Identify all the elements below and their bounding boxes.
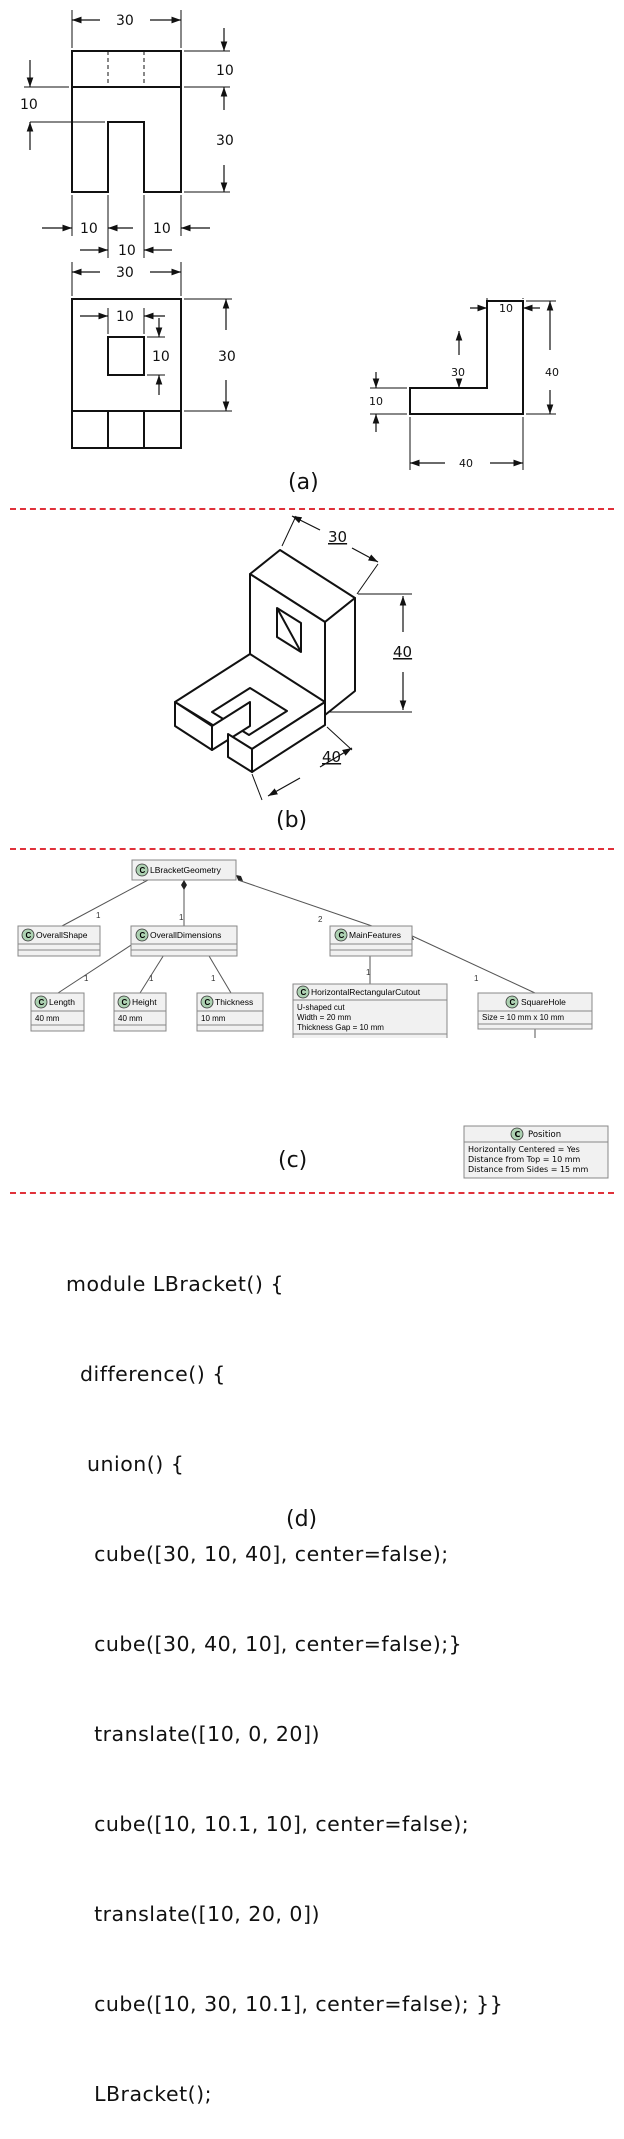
dim-iso-depth: 30 (328, 528, 347, 546)
svg-text:C: C (122, 998, 128, 1007)
uml-cutout-attr-3: Thickness Gap = 10 mm (297, 1023, 384, 1032)
mult-root-dims: 1 (179, 913, 184, 922)
code-line: cube([30, 10, 40], center=false); (66, 1542, 449, 1566)
uml-shape-name: OverallShape (36, 930, 88, 940)
svg-text:C: C (26, 931, 32, 940)
code-line: cube([30, 40, 10], center=false);} (66, 1632, 463, 1656)
mult-features-cutout: 1 (366, 968, 371, 977)
uml-root-name: LBracketGeometry (150, 865, 222, 875)
uml-thickness-attr: 10 mm (201, 1014, 226, 1023)
divider-1 (10, 508, 614, 510)
mult-root-features: 2 (318, 915, 323, 924)
dim-top-height: 30 (218, 349, 236, 365)
panel-c-uml-position: C Position Horizontally Centered = Yes D… (463, 1125, 609, 1179)
dim-side-left-height: 30 (451, 366, 465, 379)
caption-c: (c) (278, 1148, 308, 1173)
uml-class-square-hole: C SquareHole Size = 10 mm x 10 mm (477, 992, 593, 1030)
dim-side-top: 10 (499, 302, 513, 315)
dim-side-base: 10 (369, 395, 383, 408)
uml-height-attr: 40 mm (118, 1014, 143, 1023)
top-view (71, 298, 182, 449)
code-line: module LBracket() { (66, 1272, 284, 1296)
uml-cutout-name: HorizontalRectangularCutout (311, 987, 421, 997)
svg-text:C: C (140, 866, 146, 875)
uml-position-name: Position (528, 1130, 561, 1140)
uml-class-overall-dimensions: C OverallDimensions (130, 925, 238, 957)
uml-cutout-attr-1: U-shaped cut (297, 1003, 345, 1012)
uml-hole-name: SquareHole (521, 997, 566, 1007)
uml-position-attr-1: Horizontally Centered = Yes (468, 1145, 580, 1154)
mult-dims-length: 1 (84, 974, 89, 983)
dim-side-width: 40 (459, 457, 473, 470)
dim-front-slot-depth: 10 (20, 97, 38, 113)
uml-class-cutout: C HorizontalRectangularCutout U-shaped c… (292, 983, 448, 1038)
svg-text:C: C (301, 988, 307, 997)
side-view (409, 300, 524, 415)
divider-2 (10, 848, 614, 850)
dim-front-body-height: 30 (216, 133, 234, 149)
front-view (71, 50, 182, 193)
mult-dims-height: 1 (149, 974, 154, 983)
divider-3 (10, 1192, 614, 1194)
uml-class-thickness: C Thickness 10 mm (196, 992, 264, 1032)
dim-front-top-height: 10 (216, 63, 234, 79)
svg-text:C: C (510, 998, 516, 1007)
uml-hole-attr: Size = 10 mm x 10 mm (482, 1013, 564, 1022)
caption-d: (d) (286, 1507, 318, 1532)
svg-text:C: C (515, 1130, 521, 1139)
uml-thickness-name: Thickness (215, 997, 253, 1007)
uml-position-attr-3: Distance from Sides = 15 mm (468, 1165, 588, 1174)
code-line: translate([10, 20, 0]) (66, 1902, 320, 1926)
dim-top-hole-height: 10 (152, 349, 170, 365)
caption-b: (b) (276, 808, 308, 833)
openscad-code-block: module LBracket() { difference() { union… (66, 1209, 503, 2139)
dim-iso-width: 40 (322, 748, 341, 766)
dim-front-width: 30 (116, 13, 134, 29)
dim-side-right-height: 40 (545, 366, 559, 379)
uml-height-name: Height (132, 997, 157, 1007)
code-line: LBracket(); (66, 2082, 213, 2106)
uml-length-name: Length (49, 997, 75, 1007)
uml-class-main-features: C MainFeatures (329, 925, 413, 957)
uml-class-length: C Length 40 mm (30, 992, 85, 1032)
uml-length-attr: 40 mm (35, 1014, 60, 1023)
code-line: cube([10, 30, 10.1], center=false); }} (66, 1992, 504, 2016)
mult-dims-thickness: 1 (211, 974, 216, 983)
code-line: translate([10, 0, 20]) (66, 1722, 320, 1746)
dim-top-hole-width: 10 (116, 309, 134, 325)
caption-a: (a) (288, 470, 319, 495)
uml-position-attr-2: Distance from Top = 10 mm (468, 1155, 580, 1164)
uml-class-height: C Height 40 mm (113, 992, 167, 1032)
panel-a-drawings: 30 10 30 10 10 10 10 30 10 10 30 10 30 4… (20, 10, 559, 470)
panel-b-isometric: 30 40 40 (174, 515, 412, 801)
dim-iso-height: 40 (393, 643, 412, 661)
svg-text:C: C (205, 998, 211, 1007)
svg-text:C: C (140, 931, 146, 940)
dim-front-slot-width: 10 (118, 243, 136, 259)
dim-front-right-leg: 10 (153, 221, 171, 237)
uml-class-overall-shape: C OverallShape (17, 925, 101, 957)
dim-front-left-leg: 10 (80, 221, 98, 237)
uml-cutout-attr-2: Width = 20 mm (297, 1013, 351, 1022)
mult-features-hole: 1 (474, 974, 479, 983)
uml-dims-name: OverallDimensions (150, 930, 221, 940)
uml-class-root: C LBracketGeometry (131, 859, 237, 881)
code-line: difference() { (66, 1362, 226, 1386)
dim-top-width: 30 (116, 265, 134, 281)
mult-root-shape: 1 (96, 911, 101, 920)
svg-text:C: C (339, 931, 345, 940)
uml-features-name: MainFeatures (349, 930, 401, 940)
svg-text:C: C (39, 998, 45, 1007)
code-line: union() { (66, 1452, 185, 1476)
code-line: cube([10, 10.1, 10], center=false); (66, 1812, 470, 1836)
panel-c-uml: 1 1 2 1 1 1 1 1 1 C LBracketGeometry C O… (17, 859, 593, 1038)
